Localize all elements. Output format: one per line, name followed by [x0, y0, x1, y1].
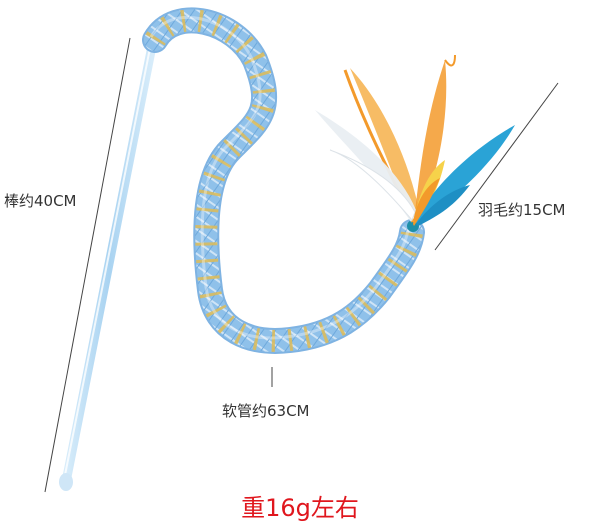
stick-length-label: 棒约40CM — [4, 192, 77, 210]
feather-measure-line — [434, 82, 559, 251]
weight-label: 重16g左右 — [241, 494, 359, 522]
stick-measure-line — [44, 37, 131, 493]
wand-stick — [59, 36, 160, 491]
tube-length-label: 软管约63CM — [222, 402, 310, 420]
feather-bundle — [315, 54, 515, 226]
feather-length-label: 羽毛约15CM — [478, 201, 566, 219]
bead — [407, 220, 419, 232]
mesh-tube — [142, 7, 425, 354]
